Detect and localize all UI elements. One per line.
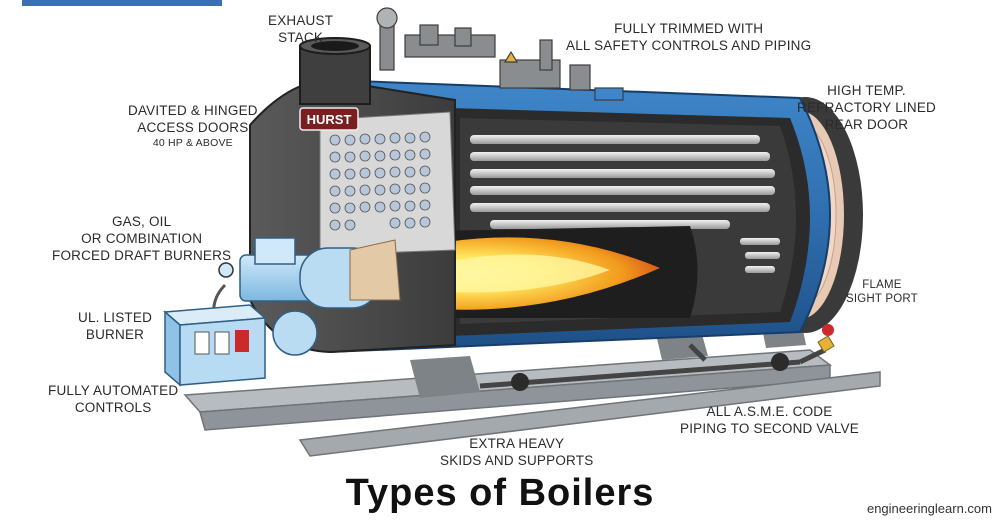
label-asme-piping: ALL A.S.M.E. CODE PIPING TO SECOND VALVE bbox=[680, 403, 859, 437]
label-gas-line-3: FORCED DRAFT BURNERS bbox=[52, 248, 232, 263]
label-gas-line-2: OR COMBINATION bbox=[81, 231, 203, 246]
label-rear-door-line-3: REAR DOOR bbox=[824, 117, 909, 132]
label-controls-line-2: CONTROLS bbox=[74, 400, 152, 415]
label-ul-line-2: BURNER bbox=[85, 327, 145, 342]
skid-base bbox=[183, 315, 881, 457]
label-davited-line-3: 40 HP & ABOVE bbox=[152, 137, 233, 149]
valve-assembly bbox=[511, 324, 835, 391]
exhaust-stack bbox=[299, 37, 371, 105]
label-exhaust-line-1: EXHAUST bbox=[268, 13, 334, 28]
control-panel bbox=[163, 304, 318, 387]
top-accent-bar bbox=[22, 0, 222, 6]
label-controls-line-1: FULLY AUTOMATED bbox=[48, 383, 179, 398]
label-davited-line-2: ACCESS DOORS bbox=[137, 120, 249, 135]
burner-assembly bbox=[212, 237, 401, 321]
label-rear-door: HIGH TEMP. REFRACTORY LINED REAR DOOR bbox=[797, 82, 936, 133]
front-head: HURST bbox=[249, 78, 456, 354]
label-exhaust-line-2: STACK bbox=[278, 30, 324, 45]
label-rear-door-line-1: HIGH TEMP. bbox=[827, 83, 906, 98]
label-rear-door-line-2: REFRACTORY LINED bbox=[797, 100, 936, 115]
label-flame-sight-port: FLAME SIGHT PORT bbox=[846, 278, 918, 306]
label-automated-controls: FULLY AUTOMATED CONTROLS bbox=[48, 382, 178, 416]
label-exhaust-stack: EXHAUST STACK bbox=[268, 12, 333, 46]
label-skids-line-1: EXTRA HEAVY bbox=[469, 436, 565, 451]
page-title: Types of Boilers bbox=[345, 472, 655, 514]
label-access-doors: DAVITED & HINGED ACCESS DOORS 40 HP & AB… bbox=[128, 102, 258, 150]
label-flame-line-2: SIGHT PORT bbox=[846, 293, 918, 305]
label-ul-burner: UL. LISTED BURNER bbox=[78, 309, 152, 343]
brand-plate: HURST bbox=[307, 112, 352, 127]
label-skids-line-2: SKIDS AND SUPPORTS bbox=[440, 453, 594, 468]
site-credit: engineeringlearn.com bbox=[866, 501, 992, 516]
base-piping bbox=[479, 343, 827, 389]
label-burners: GAS, OIL OR COMBINATION FORCED DRAFT BUR… bbox=[52, 213, 231, 264]
top-trim-piping bbox=[376, 7, 624, 101]
label-davited-line-1: DAVITED & HINGED bbox=[128, 103, 258, 118]
label-trimmed-line-1: FULLY TRIMMED WITH bbox=[614, 21, 764, 36]
label-asme-line-1: ALL A.S.M.E. CODE bbox=[706, 404, 833, 419]
label-trimmed-line-2: ALL SAFETY CONTROLS AND PIPING bbox=[566, 38, 812, 53]
label-fully-trimmed: FULLY TRIMMED WITH ALL SAFETY CONTROLS A… bbox=[566, 20, 811, 54]
label-skids-supports: EXTRA HEAVY SKIDS AND SUPPORTS bbox=[440, 435, 593, 469]
label-ul-line-1: UL. LISTED bbox=[78, 310, 153, 325]
label-gas-line-1: GAS, OIL bbox=[111, 214, 172, 229]
label-asme-line-2: PIPING TO SECOND VALVE bbox=[680, 421, 859, 436]
label-flame-line-1: FLAME bbox=[862, 279, 902, 291]
